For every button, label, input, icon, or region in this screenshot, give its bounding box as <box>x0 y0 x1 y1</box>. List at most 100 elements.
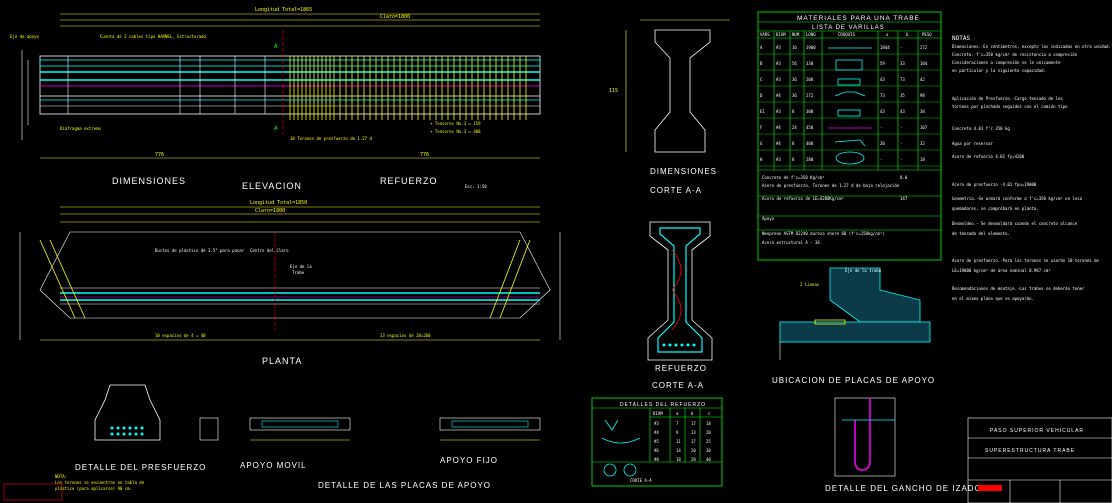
svg-text:Centro del Claro: Centro del Claro <box>250 248 289 253</box>
refuerzo-cell: 11 <box>676 439 681 444</box>
materiales-cell: 43 <box>880 109 885 114</box>
materiales-cell: D <box>760 93 763 98</box>
svg-text:VARS: VARS <box>760 32 770 37</box>
materiales-cell: A <box>760 45 763 50</box>
svg-text:A: A <box>274 125 278 132</box>
detalle-presfuerzo: DETALLE DEL PRESFUERZO NOTA: Los torones… <box>3 384 205 501</box>
svg-text:b: b <box>906 32 909 37</box>
materiales-cell: F <box>760 125 763 130</box>
materiales-cell: 36 <box>792 93 797 98</box>
refuerzo-cell: #3 <box>654 421 659 426</box>
materiales-cell: 300 <box>806 109 814 114</box>
materiales-cell: 43 <box>900 109 905 114</box>
svg-text:Neopreno ASTM D2240 dureza sho: Neopreno ASTM D2240 dureza shore 60 (f'c… <box>762 231 885 236</box>
ubicacion-title: UBICACION DE PLACAS DE APOYO <box>772 376 935 385</box>
materiales-cell: 208 <box>806 77 814 82</box>
materiales-cell: 73 <box>900 77 905 82</box>
refuerzo-cell: 40 <box>706 457 711 462</box>
materiales-cell: 98 <box>920 93 925 98</box>
materiales-cell: 38 <box>920 109 925 114</box>
svg-text:NOTA:: NOTA: <box>55 474 67 479</box>
materiales-cell: 104 <box>920 61 928 66</box>
refuerzo-cell: #6 <box>654 448 659 453</box>
apoyo-movil-title: APOYO MOVIL <box>240 461 307 470</box>
materiales-cell: #3 <box>776 45 781 50</box>
refuerzo-cell: 7 <box>676 421 679 426</box>
svg-text:DIAM: DIAM <box>653 411 663 416</box>
title-block-line2: SUPERESTRUCTURA TRABE <box>985 448 1075 454</box>
svg-text:Recomendaciones de montaje.-La: Recomendaciones de montaje.-Las trabes s… <box>952 286 1085 291</box>
materiales-cell: - <box>880 157 882 162</box>
svg-text:Claro=1800: Claro=1800 <box>255 208 285 214</box>
materiales-title: MATERIALES PARA UNA TRABE <box>797 15 920 22</box>
planta-view: Longitud Total=1850 Claro=1800 Eje de la… <box>19 200 561 366</box>
materiales-cell: 330 <box>806 61 814 66</box>
materiales-cell: - <box>900 157 902 162</box>
svg-text:A: A <box>274 43 278 50</box>
svg-text:de tensado del elemento.: de tensado del elemento. <box>952 231 1010 236</box>
refuerzo-cell: #5 <box>654 439 659 444</box>
materiales-cell: 35 <box>900 93 905 98</box>
svg-text:Desmoldeo.- Se desmoldará cuan: Desmoldeo.- Se desmoldará cuando el conc… <box>952 221 1078 226</box>
svg-text:Agua por reservar: Agua por reservar <box>952 141 994 146</box>
svg-text:Acero de presfuerzo.-Para los: Acero de presfuerzo.-Para los torones se… <box>952 258 1099 263</box>
elevacion-view: Longitud Total=1865 Claro=1800 Cuenta de… <box>10 7 541 191</box>
materiales-cell: - <box>900 141 902 146</box>
svg-text:LE=19000 kg/cm² de área nomina: LE=19000 kg/cm² de área nominal 0.987 cm… <box>952 268 1051 273</box>
materiales-cell: 272 <box>920 45 928 50</box>
materiales-cell: #3 <box>776 61 781 66</box>
svg-text:LONG: LONG <box>806 32 816 37</box>
refuerzo-cell: 20 <box>706 430 711 435</box>
svg-text:Cuenta de 2 cables tipo HARNEL: Cuenta de 2 cables tipo HARNEL, Estructu… <box>100 34 207 39</box>
materiales-cell: 24 <box>792 125 797 130</box>
ubicacion-placas: 2 Lineas Eje de la trabe UBICACION DE PL… <box>772 267 935 385</box>
detalle-gancho-title: DETALLE DEL GANCHO DE IZADO <box>825 484 982 493</box>
svg-text:c: c <box>708 411 711 416</box>
planta-longitud-label: Longitud Total=1850 <box>250 200 307 206</box>
dimensiones-2-title: DIMENSIONES <box>650 167 717 176</box>
svg-text:torones por pinchado seguidos: torones por pinchado seguidos con el cam… <box>952 104 1068 109</box>
materiales-cell: 43 <box>880 77 885 82</box>
detalles-refuerzo-title: DETALLES DEL REFUERZO <box>620 402 706 408</box>
materiales-cell: #4 <box>776 125 781 130</box>
materiales-cell: #3 <box>776 157 781 162</box>
materiales-cell: H <box>760 157 763 162</box>
materiales-cell: - <box>880 125 882 130</box>
svg-text:NUM: NUM <box>792 32 800 37</box>
svg-text:PESO: PESO <box>922 32 932 37</box>
svg-text:Eje de la: Eje de la <box>290 264 312 269</box>
svg-text:Geometría.-Se armará conforme: Geometría.-Se armará conforme a f'c=350 … <box>952 196 1083 201</box>
dim-115: 115 <box>609 88 618 94</box>
svg-text:Aplicación de Presfuerzo.-Carg: Aplicación de Presfuerzo.-Cargo tensado … <box>952 96 1063 101</box>
materiales-cell: 32 <box>920 141 925 146</box>
svg-text:en particular y la siguiente c: en particular y la siguiente capacidad. <box>952 68 1046 73</box>
refuerzo-cell: 18 <box>676 457 681 462</box>
lista-varillas-title: LISTA DE VARILLAS <box>812 25 885 31</box>
svg-text:Acero de refuerzo de LE=4200Kg: Acero de refuerzo de LE=4200Kg/cm² <box>762 196 844 201</box>
materiales-cell: G <box>760 141 763 146</box>
materiales-cell: 59 <box>880 61 885 66</box>
dim-776-left: 776 <box>155 152 164 158</box>
refuerzo-cell: 17 <box>691 421 696 426</box>
svg-text:Acero de presfuerzo, Torones d: Acero de presfuerzo, Torones de 1.27 d d… <box>762 183 900 188</box>
svg-text:b: b <box>691 411 694 416</box>
detalle-placas-title: DETALLE DE LAS PLACAS DE APOYO <box>318 481 491 490</box>
materiales-cell: 36 <box>792 77 797 82</box>
materiales-cell: - <box>900 45 902 50</box>
materiales-cell: #3 <box>776 109 781 114</box>
svg-text:CORTE A-A: CORTE A-A <box>630 478 652 483</box>
corte-aa-1-title: CORTE A-A <box>650 186 702 195</box>
materiales-cell: 18 <box>920 157 925 162</box>
refuerzo-cell: 13 <box>691 430 696 435</box>
svg-text:quemadores, se comprobará en p: quemadores, se comprobará en planta. <box>952 206 1039 211</box>
svg-text:Diafragma extremo: Diafragma extremo <box>60 126 102 131</box>
refuerzo-cell: #8 <box>654 457 659 462</box>
materiales-cell: - <box>900 125 902 130</box>
svg-text:Apoyo: Apoyo <box>762 216 775 221</box>
svg-text:+ Tensores No.3 = 408: + Tensores No.3 = 408 <box>430 129 481 134</box>
svg-text:DIAM: DIAM <box>776 32 786 37</box>
corte-refuerzo: REFUERZO CORTE A-A <box>647 221 713 390</box>
